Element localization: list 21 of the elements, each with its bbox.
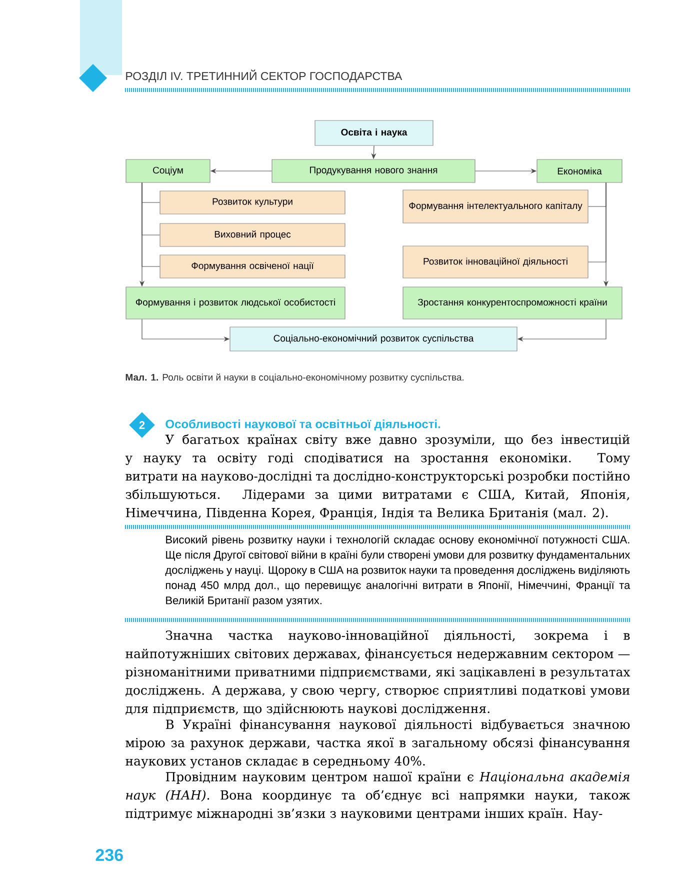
section-heading: Особливості наукової та освітньої діяльності. <box>166 419 440 431</box>
diagram-box: Економіка <box>536 159 622 183</box>
figure-caption: Мал. 1. Роль освіти й науки в соціально-економічному розвитку суспільства. <box>126 373 464 383</box>
diagram-box: Виховний процес <box>160 223 346 247</box>
diagram-box: Розвиток інноваційної діяльності <box>402 246 588 278</box>
number-badge: 2 <box>129 412 155 438</box>
diagram-box: Соціально-економічний розвиток суспільства <box>230 326 518 352</box>
page-number: 236 <box>96 848 123 862</box>
diagram-box: Зростання конкурентоспроможності країни <box>402 286 622 320</box>
paragraph: В Україні фінансування наукової діяльності відбувається значною мірою за рахунок держави, частка якої в загальному обсязі фінансування наукових установ складає в середньому 40%. <box>126 719 630 768</box>
diagram-box: Соціум <box>126 159 210 183</box>
diagram-box: Формування інтелектуального капіталу <box>402 190 588 224</box>
diagram-box: Формування і розвиток людської особистості <box>126 286 346 320</box>
diagram-box: Освіта і наука <box>314 120 434 146</box>
info-paragraph: Високий рівень розвитку науки і технологій складає основу економічної потужності США. Ще після Другої світової війни в країні були створені умови для розвитку фундаментальних досліджень у науці. Щороку в США на розвиток науки та проведення досліджень виділяють понад 450 млрд дол., що перевищує аналогічні витрати в Японії, Німеччині, Франції та Великій Британії разом узятих. <box>165 535 630 606</box>
paragraph: Значна частка науково-інноваційної діяльності, зокрема і в найпотужніших світових державах, фінансується недержавним сектором — різноманітними приватними підприємствами, які зацікавлені в результатах досліджень. А держава, у свою чергу, створює сприятливі податкові умови для підприємств, що здійснюють наукові дослідження. <box>126 630 630 716</box>
header-text: РОЗДІЛ IV. ТРЕТИННИЙ СЕКТОР ГОСПОДАРСТВА <box>126 70 402 82</box>
diagram-box: Розвиток культури <box>160 190 346 214</box>
diagram-box: Продукування нового знання <box>272 159 476 183</box>
paragraph: Провідним науковим центром нашої країни є Національна академія наук (НАН). Вона координує та об’єднує всі напрямки науки, також підтримує міжнародні зв’язки з науковими центрами інших країн. Нау- <box>126 772 630 821</box>
diagram-box: Формування освіченої нації <box>160 254 346 278</box>
